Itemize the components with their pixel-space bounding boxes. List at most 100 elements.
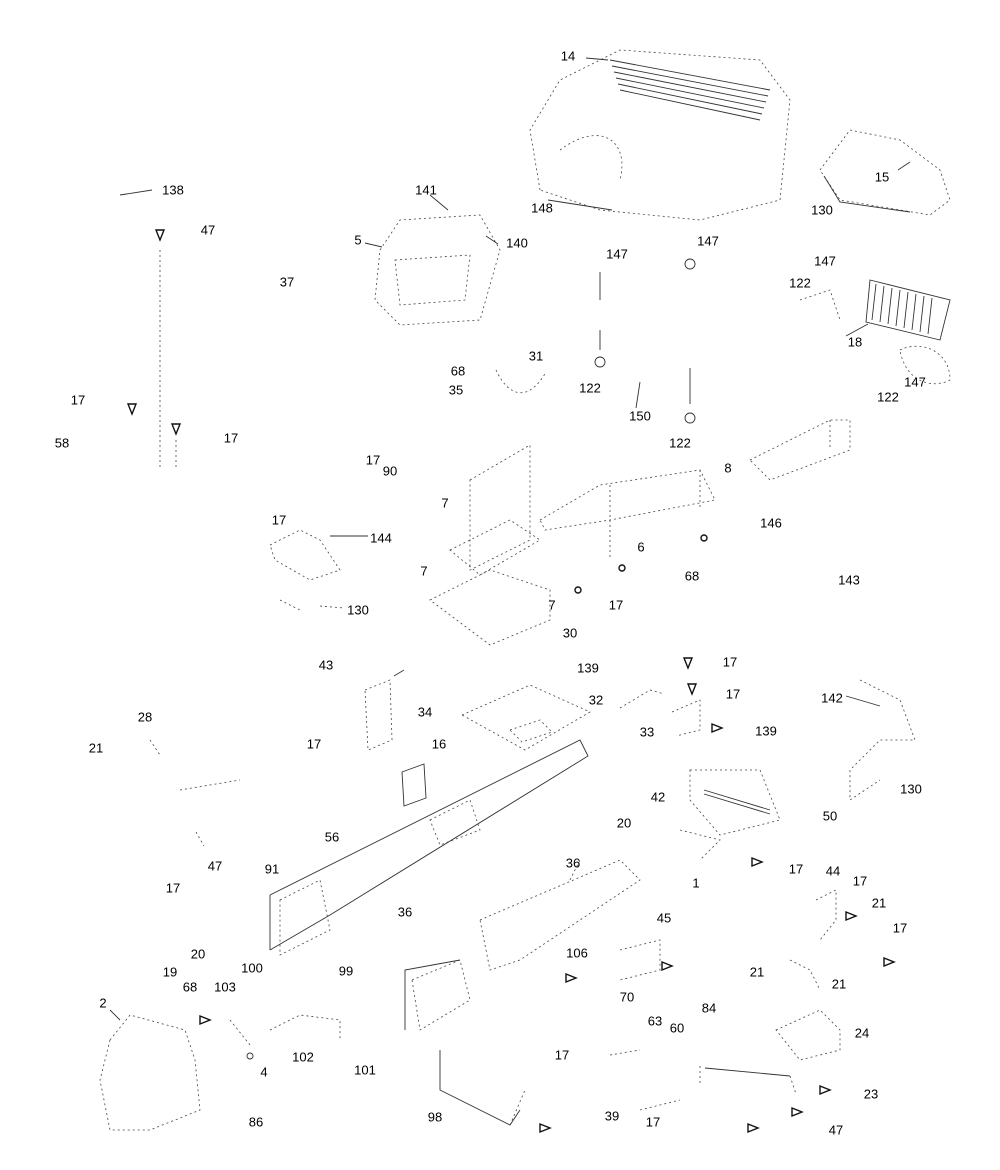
callout-label: 17 (892, 920, 908, 936)
callout-label: 17 (852, 873, 868, 889)
callout-label: 130 (900, 781, 922, 797)
callout-label: 7 (420, 563, 428, 579)
front-bracket-part (364, 194, 501, 326)
callout-label: 17 (788, 861, 804, 877)
callout-label: 21 (88, 740, 104, 756)
callout-label: 37 (279, 274, 295, 290)
card-guide-part (689, 769, 781, 836)
callout-label: 147 (697, 233, 719, 249)
callout-label: 138 (162, 182, 184, 198)
callout-label: 47 (207, 858, 223, 874)
callout-label: 139 (577, 660, 599, 676)
left-bracket-part (269, 529, 368, 611)
cable-clip-part (495, 369, 547, 394)
rail-23-part (699, 1066, 797, 1095)
small-bracket-part (619, 689, 701, 737)
callout-label: 70 (619, 989, 635, 1005)
callout-label: 28 (137, 709, 153, 725)
chassis-frame-part (429, 444, 716, 646)
callout-label: 148 (531, 200, 553, 216)
callout-label: 60 (669, 1020, 685, 1036)
callout-label: 34 (417, 704, 433, 720)
right-bracket-part (845, 679, 916, 801)
callout-label: 2 (99, 995, 107, 1011)
fan-assembly-part (799, 279, 951, 385)
callout-label: 21 (871, 895, 887, 911)
callout-label: 20 (616, 815, 632, 831)
callout-label: 47 (828, 1122, 844, 1138)
standoff-parts (594, 258, 696, 424)
callout-label: 68 (182, 979, 198, 995)
side-panel-part (819, 129, 951, 216)
callout-label: 50 (822, 808, 838, 824)
callout-label: 144 (370, 530, 392, 546)
callout-label: 35 (448, 382, 464, 398)
callout-label: 90 (382, 463, 398, 479)
callout-label: 33 (639, 724, 655, 740)
callout-label: 15 (874, 169, 890, 185)
base-bracket-part (439, 1050, 526, 1126)
callout-label: 18 (847, 334, 863, 350)
callout-label: 103 (214, 979, 236, 995)
callout-label: 139 (755, 723, 777, 739)
callout-label: 36 (565, 855, 581, 871)
callout-label: 17 (70, 392, 86, 408)
callout-label: 21 (749, 964, 765, 980)
callout-label: 17 (645, 1114, 661, 1130)
callout-label: 100 (241, 960, 263, 976)
callout-label: 141 (415, 182, 437, 198)
callout-label: 7 (441, 495, 449, 511)
callout-label: 5 (354, 232, 362, 248)
callout-label: 43 (318, 657, 334, 673)
callout-label: 122 (669, 435, 691, 451)
callout-label: 102 (292, 1049, 314, 1065)
callout-label: 19 (162, 964, 178, 980)
callout-label: 63 (647, 1013, 663, 1029)
callout-label: 39 (604, 1108, 620, 1124)
callout-label: 86 (248, 1114, 264, 1130)
callout-label: 20 (190, 946, 206, 962)
callout-label: 146 (760, 515, 782, 531)
callout-label: 23 (863, 1086, 879, 1102)
callout-label: 17 (165, 880, 181, 896)
lower-frame-part (404, 859, 661, 1031)
callout-label: 1 (692, 875, 700, 891)
callout-label: 84 (701, 1000, 717, 1016)
callout-label: 122 (579, 380, 601, 396)
callout-label: 101 (354, 1062, 376, 1078)
callout-label: 17 (722, 654, 738, 670)
callout-label: 147 (606, 246, 628, 262)
callout-label: 17 (271, 512, 287, 528)
callout-label: 7 (548, 597, 556, 613)
callout-label: 142 (821, 690, 843, 706)
mount-bracket-part (749, 419, 851, 481)
callout-label: 8 (724, 460, 732, 476)
callout-label: 150 (629, 408, 651, 424)
callout-label: 143 (838, 572, 860, 588)
callout-label: 47 (200, 222, 216, 238)
end-bracket-part (99, 1009, 201, 1131)
callout-label: 17 (554, 1047, 570, 1063)
top-cover-part (529, 49, 791, 221)
callout-label: 98 (427, 1109, 443, 1125)
callout-label: 56 (324, 829, 340, 845)
callout-label: 17 (608, 597, 624, 613)
callout-label: 17 (306, 736, 322, 752)
upright-bracket-part (364, 669, 405, 751)
callout-label: 122 (789, 275, 811, 291)
callout-label: 17 (725, 686, 741, 702)
callout-label: 140 (506, 235, 528, 251)
callout-label: 31 (528, 348, 544, 364)
callout-label: 6 (637, 539, 645, 555)
callout-label: 24 (854, 1025, 870, 1041)
callout-label: 21 (831, 976, 847, 992)
screw-fasteners (126, 229, 896, 1134)
callout-label: 106 (566, 945, 588, 961)
panel-24-part (775, 1009, 841, 1061)
long-rail-part (269, 739, 589, 956)
callout-label: 16 (431, 736, 447, 752)
callout-label: 36 (397, 904, 413, 920)
callout-label: 130 (811, 202, 833, 218)
callout-label: 14 (560, 48, 576, 64)
